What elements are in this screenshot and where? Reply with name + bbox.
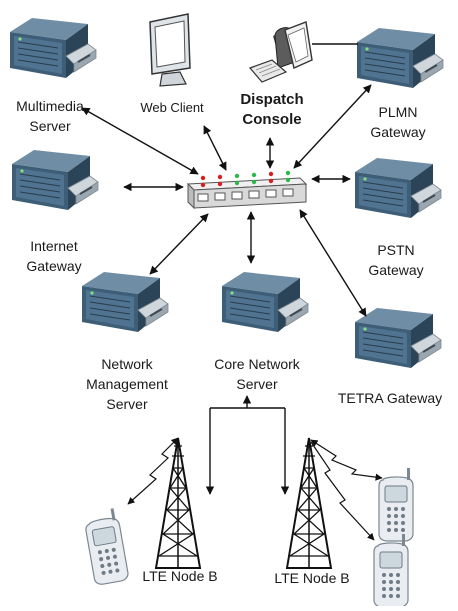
- pstn-gateway-label: PSTN Gateway: [368, 242, 424, 278]
- web-client-monitor-icon: [149, 13, 191, 87]
- lte-node-b-2-label: LTE Node B: [274, 570, 350, 586]
- handset-3-icon: [373, 533, 409, 608]
- lte-node-b-1-label: LTE Node B: [142, 568, 218, 584]
- wireless-link-tower1-phone: [127, 437, 179, 505]
- plmn-gateway-server-icon: [356, 27, 444, 89]
- multimedia-switch-link: [81, 107, 199, 175]
- internet-gateway-label: Internet Gateway: [26, 238, 82, 274]
- tetra-gateway-server-icon: [354, 307, 442, 369]
- tetra-switch-link: [299, 209, 367, 317]
- internet-gateway-server-icon: [11, 149, 99, 211]
- corenet-lte-links: [205, 395, 290, 495]
- dispatch-console-computer-icon: [248, 21, 313, 83]
- multimedia-server-label: Multimedia Server: [16, 98, 84, 134]
- network-management-server-icon: [81, 271, 169, 333]
- plmn-gateway-label: PLMN Gateway: [370, 104, 426, 140]
- lte-tower-2-icon: [286, 437, 332, 569]
- core-network-server-label: Core Network Server: [214, 356, 300, 392]
- webclient-switch-link: [203, 125, 227, 171]
- dispatch-console-label: Dispatch Console: [240, 91, 304, 128]
- core-network-server-icon: [221, 271, 309, 333]
- wireless-link-tower2-phone-a: [310, 439, 383, 481]
- network-switch-icon: [186, 170, 308, 210]
- netmgmt-switch-link: [149, 213, 209, 275]
- network-management-server-label: Network Management Server: [86, 356, 168, 412]
- handset-2-icon: [378, 467, 414, 542]
- lte-tower-1-icon: [155, 437, 201, 569]
- pstn-gateway-server-icon: [354, 157, 442, 219]
- web-client-label: Web Client: [140, 100, 204, 115]
- plmn-switch-link: [293, 84, 372, 169]
- tetra-gateway-label: TETRA Gateway: [337, 390, 443, 406]
- handset-1-icon: [82, 507, 130, 587]
- multimedia-server-icon: [9, 17, 97, 79]
- wireless-link-tower2-phone-b: [310, 441, 375, 541]
